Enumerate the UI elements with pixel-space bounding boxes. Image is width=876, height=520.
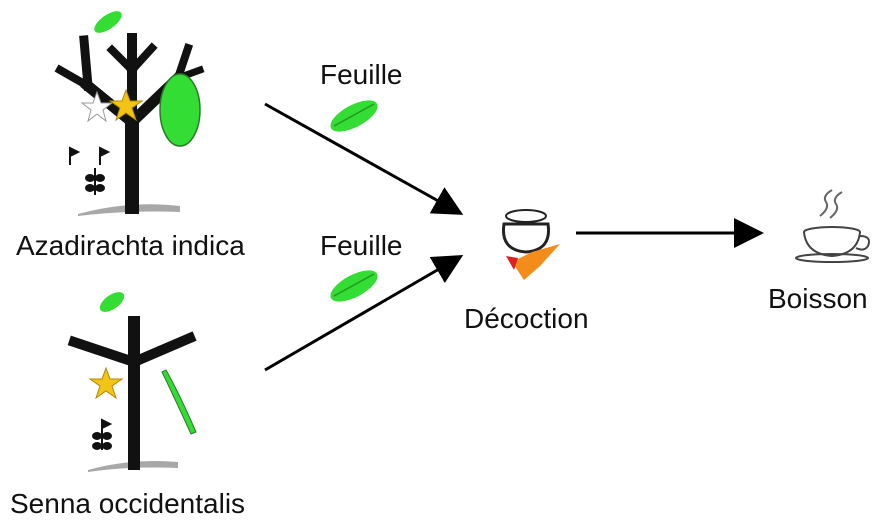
senna-tree-icon (67, 292, 197, 472)
product-label: Boisson (768, 283, 868, 314)
tea-cup-icon (795, 189, 870, 263)
plant-label-azadirachta: Azadirachta indica (16, 230, 245, 261)
azadirachta-tree-icon (54, 11, 205, 216)
leaf-icon-1 (330, 100, 378, 132)
plant-label-senna: Senna occidentalis (10, 488, 246, 519)
arrow-plant1-to-decoction (264, 102, 464, 215)
part-label-2: Feuille (320, 230, 403, 261)
pot-icon (501, 209, 551, 254)
leaf-icon-2 (330, 270, 378, 302)
fire-icon (506, 244, 560, 280)
process-label: Décoction (464, 303, 589, 334)
arrow-plant2-to-decoction (264, 254, 464, 372)
part-label-1: Feuille (320, 59, 403, 90)
